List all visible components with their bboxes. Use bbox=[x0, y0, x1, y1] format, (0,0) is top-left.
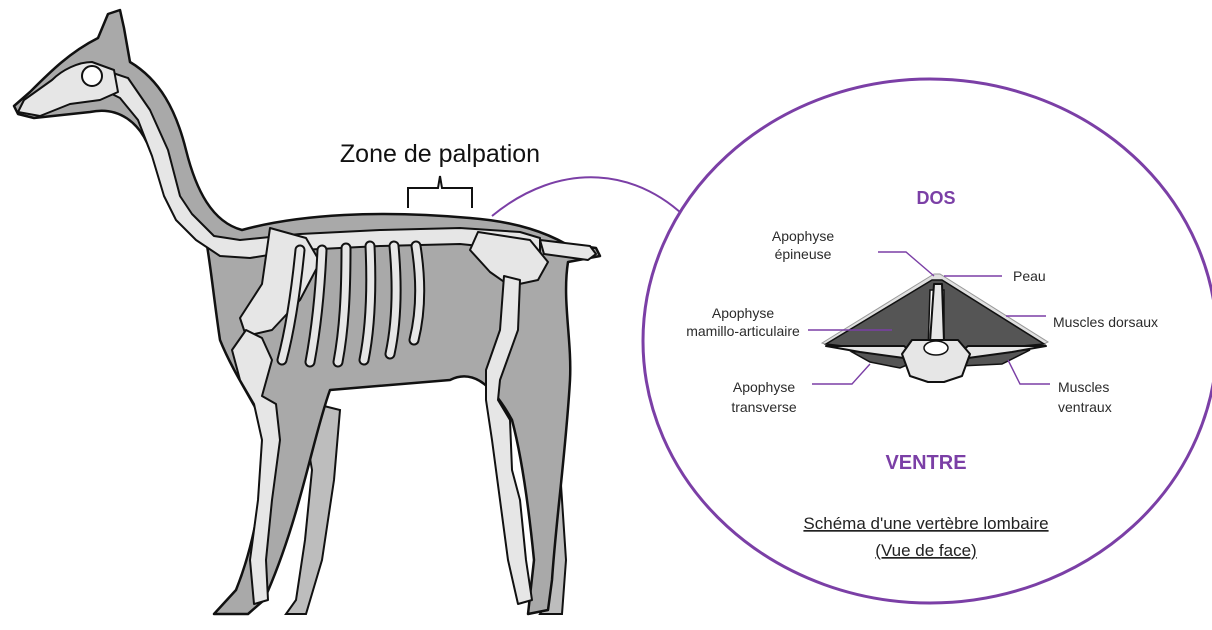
label-skin: Peau bbox=[1013, 268, 1046, 284]
label-spinous-line1: Apophyse bbox=[772, 228, 834, 244]
palpation-zone-title: Zone de palpation bbox=[340, 140, 540, 168]
inset-top-label: DOS bbox=[916, 188, 955, 208]
label-mamillo-line2: mamillo-articulaire bbox=[686, 323, 800, 339]
zoom-arrow bbox=[492, 177, 694, 226]
palpation-bracket bbox=[408, 176, 472, 208]
caption-line1: Schéma d'une vertèbre lombaire bbox=[803, 514, 1048, 533]
label-transverse-line1: Apophyse bbox=[733, 379, 795, 395]
label-transverse-line2: transverse bbox=[731, 399, 797, 415]
inset-bottom-label: VENTRE bbox=[885, 452, 966, 474]
caption-line2: (Vue de face) bbox=[875, 541, 976, 560]
llama-figure bbox=[14, 10, 600, 614]
vertebral-foramen bbox=[924, 341, 948, 355]
label-spinous-line2: épineuse bbox=[775, 246, 832, 262]
label-dorsal-muscles: Muscles dorsaux bbox=[1053, 314, 1158, 330]
label-ventral-line1: Muscles bbox=[1058, 379, 1109, 395]
label-mamillo-line1: Apophyse bbox=[712, 305, 774, 321]
llama-eye-orbit bbox=[82, 66, 102, 86]
label-ventral-line2: ventraux bbox=[1058, 399, 1112, 415]
